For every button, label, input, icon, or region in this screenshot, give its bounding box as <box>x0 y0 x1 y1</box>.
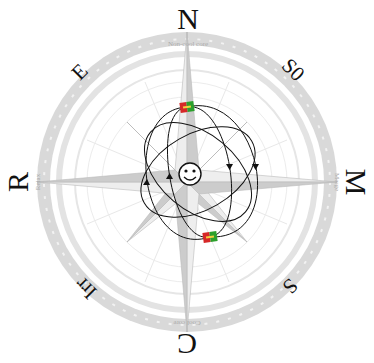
compass-rings <box>37 32 337 332</box>
smiley-face <box>179 163 201 185</box>
magnet-top <box>179 101 194 113</box>
compass-letter: R <box>3 172 33 192</box>
compass-letter: N <box>177 4 199 34</box>
compass-star <box>37 32 337 332</box>
magnet-bottom <box>202 231 217 243</box>
compass-letter: M <box>341 169 371 196</box>
axis-caption: Cool core <box>173 319 200 326</box>
field-lines <box>125 103 270 241</box>
axis-caption: Relax <box>35 174 42 190</box>
axis-caption: Merge <box>333 173 340 191</box>
compass-letter: C <box>177 329 197 359</box>
field-arrows <box>143 164 259 185</box>
axis-caption: Non-cool core <box>168 41 208 48</box>
